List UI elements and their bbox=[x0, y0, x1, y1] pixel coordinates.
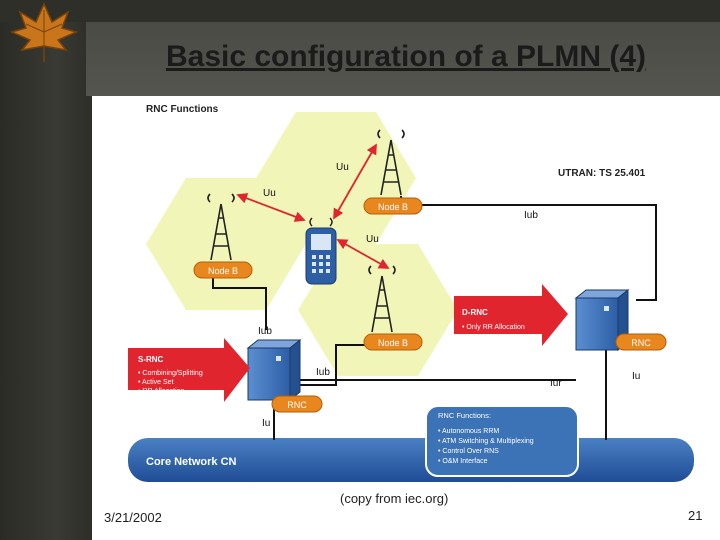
iub-link bbox=[296, 344, 374, 386]
mobile-phone-icon bbox=[305, 217, 337, 285]
node-b-badge: Node B bbox=[363, 197, 423, 215]
iur-label: Iur bbox=[550, 378, 562, 389]
iub-label: Iub bbox=[316, 367, 330, 378]
rnc-functions-box: RNC Functions: • Autonomous RRM • ATM Sw… bbox=[425, 405, 579, 477]
slide-top-band bbox=[0, 0, 720, 22]
slide-title-band bbox=[86, 22, 720, 96]
d-rnc-panel: D-RNC • Only RR Allocation bbox=[454, 284, 568, 346]
d-rnc-title: D-RNC bbox=[462, 308, 488, 317]
rnc-box-item: • Autonomous RRM bbox=[438, 428, 499, 435]
slide-date: 3/21/2002 bbox=[104, 510, 162, 525]
s-rnc-item: • RR Allocation bbox=[138, 388, 185, 395]
utran-label: UTRAN: TS 25.401 bbox=[558, 168, 646, 179]
rnc-badge: RNC bbox=[271, 395, 323, 413]
iu-label: Iu bbox=[262, 418, 270, 429]
uu-radio-arrows bbox=[236, 143, 390, 269]
rnc-box-item: • O&M Interface bbox=[438, 458, 488, 465]
rnc-cabinet-icon bbox=[574, 288, 630, 352]
svg-text:Node B: Node B bbox=[378, 338, 408, 348]
iu-label: Iu bbox=[632, 371, 640, 382]
svg-text:Node B: Node B bbox=[378, 202, 408, 212]
source-caption: (copy from iec.org) bbox=[340, 491, 449, 506]
rnc-functions-diagram: Core Network CN Node B Node B Node B bbox=[126, 100, 696, 486]
rnc-box-item: • ATM Switching & Multiplexing bbox=[438, 438, 534, 445]
slide-page-number: 21 bbox=[688, 508, 703, 523]
s-rnc-item: • Active Set bbox=[138, 379, 174, 386]
s-rnc-panel: S-RNC • Combining/Splitting • Active Set… bbox=[128, 338, 250, 402]
uu-label: Uu bbox=[366, 234, 379, 245]
node-b-badge: Node B bbox=[193, 261, 253, 279]
d-rnc-item: • Only RR Allocation bbox=[462, 324, 525, 331]
slide-left-rail bbox=[0, 0, 92, 540]
slide-title: Basic configuration of a PLMN (4) bbox=[165, 40, 647, 73]
rnc-box-item: • Control Over RNS bbox=[438, 448, 499, 455]
s-rnc-item: • Combining/Splitting bbox=[138, 370, 203, 377]
iub-label: Iub bbox=[258, 326, 272, 337]
tower-icon bbox=[368, 265, 396, 333]
core-network-label: Core Network CN bbox=[146, 456, 237, 468]
s-rnc-title: S-RNC bbox=[138, 355, 164, 364]
node-b-badge: Node B bbox=[363, 333, 423, 351]
svg-text:Node B: Node B bbox=[208, 266, 238, 276]
maple-leaf-icon bbox=[9, 2, 79, 62]
rnc-functions-header: RNC Functions bbox=[146, 104, 219, 115]
rnc-badge: RNC bbox=[615, 333, 667, 351]
svg-text:RNC: RNC bbox=[631, 338, 651, 348]
tower-icon bbox=[207, 193, 235, 261]
svg-text:RNC: RNC bbox=[287, 400, 307, 410]
uu-label: Uu bbox=[336, 162, 349, 173]
iub-label: Iub bbox=[524, 210, 538, 221]
rnc-cabinet-icon bbox=[246, 338, 302, 402]
rnc-box-title: RNC Functions: bbox=[438, 411, 491, 420]
tower-icon bbox=[377, 129, 405, 196]
uu-label: Uu bbox=[263, 188, 276, 199]
